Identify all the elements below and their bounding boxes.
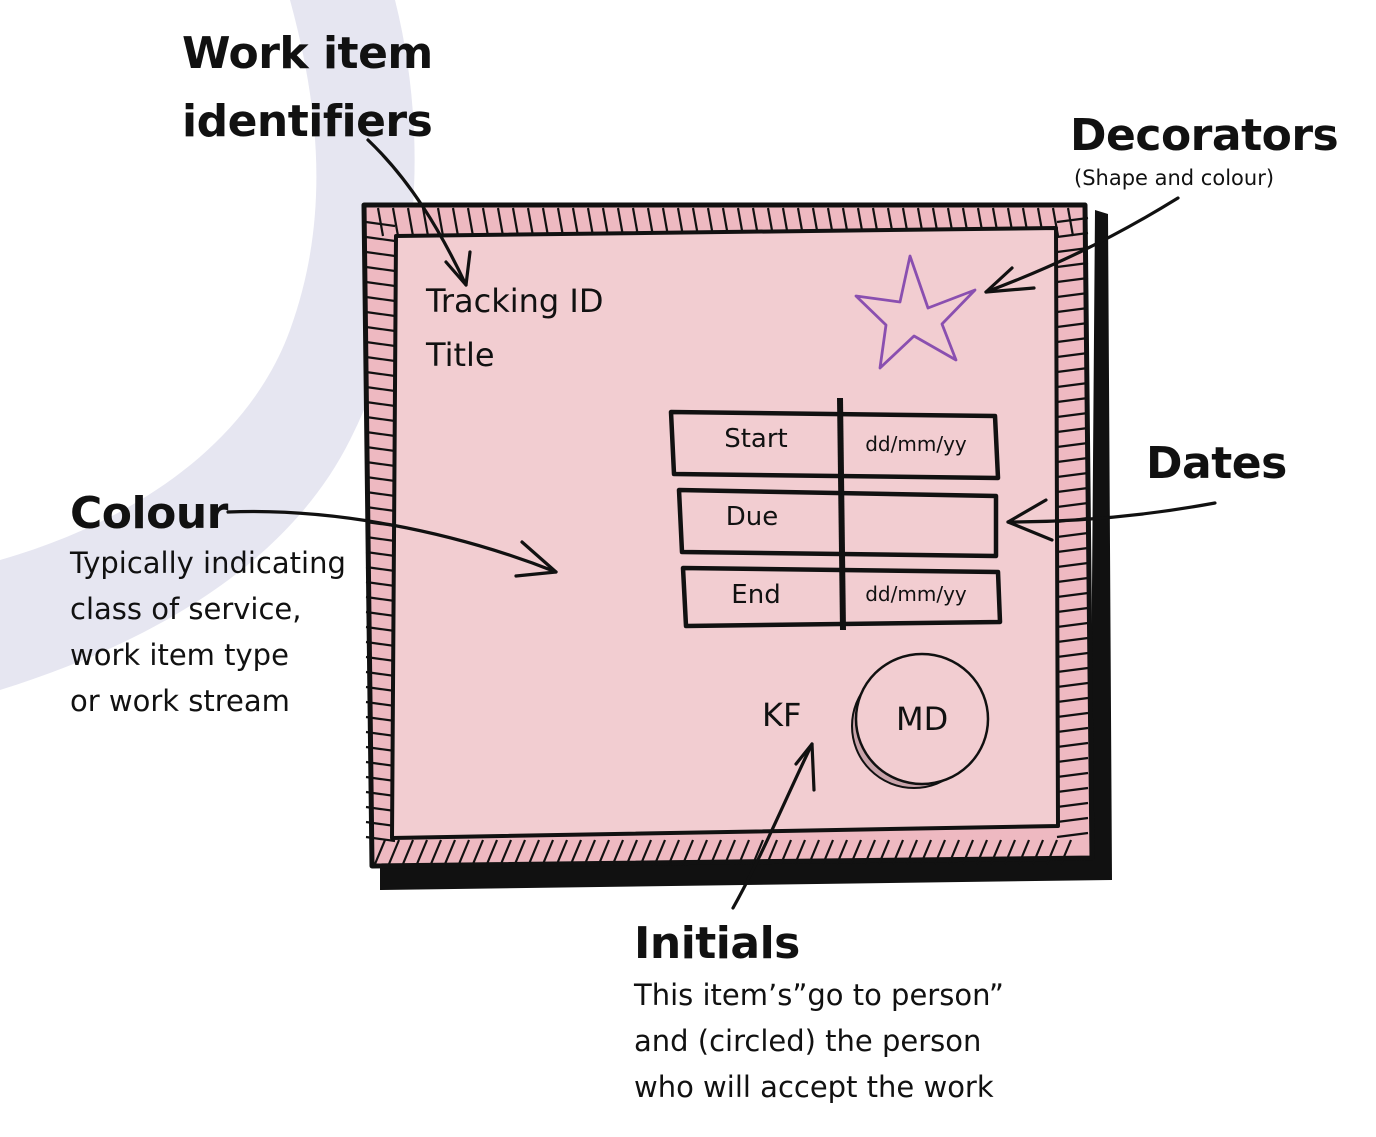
date-row-label: Due bbox=[725, 502, 779, 532]
initials-heading: Initials bbox=[634, 918, 800, 969]
arrow-decorators bbox=[984, 196, 1180, 294]
date-row-label: End bbox=[731, 580, 781, 610]
date-row-value: dd/mm/yy bbox=[865, 582, 967, 606]
dates-table-drawing bbox=[668, 397, 1003, 631]
date-row-label: Start bbox=[724, 424, 788, 454]
initials-line: This item’s”go to person” bbox=[634, 978, 1004, 1012]
tracking-id-label: Tracking ID bbox=[426, 282, 604, 320]
circled-initials: MD bbox=[896, 700, 949, 738]
initials-line: and (circled) the person bbox=[634, 1024, 982, 1058]
initials-line: who will accept the work bbox=[634, 1070, 994, 1104]
star-icon bbox=[854, 254, 977, 370]
colour-heading: Colour bbox=[70, 488, 228, 539]
colour-line: or work stream bbox=[70, 684, 290, 718]
initials-description: This item’s”go to person” and (circled) … bbox=[634, 972, 1004, 1110]
work-item-heading-line1: Work item bbox=[182, 28, 433, 79]
colour-description: Typically indicating class of service, w… bbox=[70, 540, 346, 724]
arrow-dates bbox=[1006, 501, 1217, 524]
card-title-label: Title bbox=[426, 336, 495, 374]
initials-go-to-person: KF bbox=[762, 696, 802, 734]
colour-line: class of service, bbox=[70, 592, 302, 626]
arrow-work-item bbox=[366, 138, 468, 287]
work-item-heading-line2: identifiers bbox=[182, 96, 433, 147]
colour-line: work item type bbox=[70, 638, 289, 672]
decorators-heading: Decorators bbox=[1070, 110, 1339, 161]
circled-initials-drawing bbox=[851, 652, 990, 789]
arrow-colour bbox=[226, 509, 558, 574]
arrow-initials bbox=[731, 742, 814, 910]
date-row-value: dd/mm/yy bbox=[865, 432, 967, 456]
decorators-subtitle: (Shape and colour) bbox=[1074, 166, 1275, 190]
dates-heading: Dates bbox=[1146, 438, 1287, 489]
colour-line: Typically indicating bbox=[70, 546, 346, 580]
